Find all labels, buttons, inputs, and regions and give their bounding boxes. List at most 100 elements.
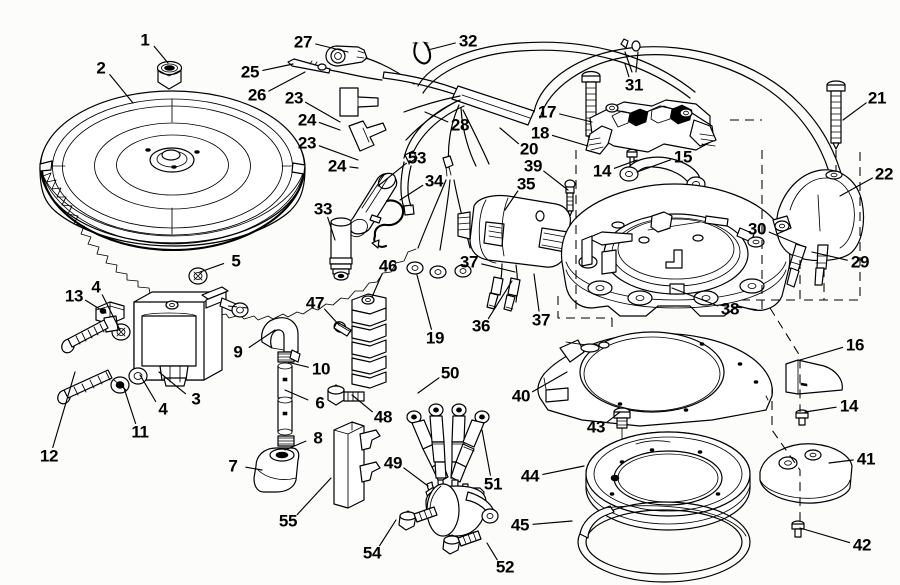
- part-mounting-bracket: [333, 421, 381, 509]
- callout-bullet-connectors: 29: [850, 252, 870, 272]
- callout-washer: 4: [91, 277, 101, 297]
- callout-spark-plug-leads: 50: [440, 363, 460, 383]
- leader-line: [804, 406, 837, 413]
- part-coil-cylinder: [329, 217, 353, 281]
- leader-line: [268, 71, 306, 92]
- leader-line: [377, 162, 407, 187]
- callout-retainer-ring: 44: [520, 466, 540, 486]
- leader-line: [304, 101, 341, 123]
- part-armature-plate: [560, 183, 791, 317]
- callout-elbow-boot: 9: [233, 342, 243, 362]
- part-harness-loops: [417, 38, 846, 193]
- callout-terminal-boot: 23: [284, 88, 304, 108]
- part-rubber-grommet: [253, 447, 300, 493]
- leader-line: [318, 122, 341, 131]
- leader-line: [416, 274, 432, 330]
- leader-line: [318, 145, 359, 161]
- leader-line: [811, 251, 848, 261]
- callout-rectifier: 53: [407, 148, 427, 168]
- leader-line: [828, 459, 854, 464]
- leader-line: [371, 273, 383, 298]
- callout-coil-lead-c: 37: [531, 310, 551, 330]
- callout-terminal-boot: 23: [297, 133, 317, 153]
- part-ignition-coil: [457, 194, 571, 268]
- callout-connector: 24: [297, 110, 317, 130]
- leader-line: [481, 263, 516, 273]
- part-rectifier: [348, 172, 398, 238]
- leader-line: [139, 374, 157, 403]
- part-lead-wire-assembly: [287, 45, 415, 85]
- callout-clip: 32: [458, 31, 478, 51]
- callout-power-pack: 3: [191, 389, 201, 409]
- part-screw-long-right: [826, 80, 846, 150]
- leader-line: [52, 371, 76, 448]
- leader-line: [424, 111, 449, 123]
- callout-timer-base-assembly: 18: [530, 123, 550, 143]
- part-lower-cover-plate: [537, 331, 773, 427]
- part-flywheel: [39, 90, 417, 321]
- callout-split-ring: 45: [510, 515, 530, 535]
- part-screw-a: [61, 319, 109, 354]
- callout-mounting-bracket: 55: [278, 511, 298, 531]
- callout-coil-lead-b: 37: [459, 252, 479, 272]
- leader-line: [427, 42, 456, 51]
- callout-terminal: 26: [247, 85, 267, 105]
- callout-lower-cover-plate: 40: [511, 386, 531, 406]
- leader-line: [613, 159, 638, 169]
- leader-line: [327, 216, 336, 241]
- callout-clamp: 8: [313, 428, 323, 448]
- leader-line: [84, 299, 107, 314]
- callout-ground-leads: 19: [425, 328, 445, 348]
- leader-line: [504, 190, 519, 211]
- part-bullet-connectors: [786, 243, 829, 288]
- callout-flywheel-nut: 1: [140, 30, 150, 50]
- leader-line: [351, 394, 373, 413]
- part-terminal-block: [351, 293, 387, 389]
- leader-line: [799, 346, 844, 361]
- part-boot-upper: [339, 87, 379, 117]
- leader-line: [101, 294, 121, 331]
- callout-screw-block: 47: [305, 293, 325, 313]
- leader-line: [532, 520, 573, 525]
- part-screw-solenoid-b: [442, 530, 482, 555]
- part-ground-leads: [406, 179, 472, 279]
- leader-line: [262, 63, 294, 71]
- leader-line: [839, 177, 873, 197]
- part-screw-stud: [564, 179, 576, 217]
- callout-coil-cylinder: 33: [313, 199, 333, 219]
- leader-line: [109, 74, 134, 104]
- callout-lock-washer: 11: [131, 422, 149, 442]
- part-spark-plug-leads: [406, 403, 490, 501]
- leader-line: [315, 43, 349, 53]
- callout-connector: 24: [327, 156, 347, 176]
- callout-clamp-upper: 10: [311, 359, 331, 379]
- leader-line: [245, 466, 263, 471]
- callout-ignition-coil: 35: [516, 174, 536, 194]
- part-screw-right-lower: [791, 520, 805, 538]
- part-screw-b: [57, 369, 113, 405]
- leader-line: [551, 134, 589, 147]
- assembly-dashed-lines: [227, 119, 861, 526]
- part-clamp-lower: [277, 435, 295, 447]
- part-boot-lower: [348, 120, 387, 152]
- part-screw-hex: [327, 384, 365, 406]
- part-flywheel-nut: [156, 60, 183, 90]
- part-coil-leads: [486, 263, 521, 312]
- leader-line: [379, 519, 397, 547]
- part-screw-right-upper: [795, 409, 809, 426]
- leader-line: [531, 371, 568, 393]
- part-wire-harness: [382, 71, 535, 177]
- leader-line: [153, 45, 169, 64]
- leader-line: [533, 273, 540, 312]
- leader-line: [842, 102, 867, 121]
- leader-line: [768, 231, 801, 246]
- part-cover-wedge: [785, 359, 843, 395]
- part-spring-clip: [369, 199, 405, 249]
- leader-line: [671, 287, 719, 307]
- callout-retainer-half: 41: [856, 449, 876, 469]
- callout-cover: 22: [874, 164, 894, 184]
- leader-line: [624, 63, 630, 78]
- spark-plug-lead-2: [428, 403, 447, 479]
- callout-screw-long-right: 21: [867, 88, 887, 108]
